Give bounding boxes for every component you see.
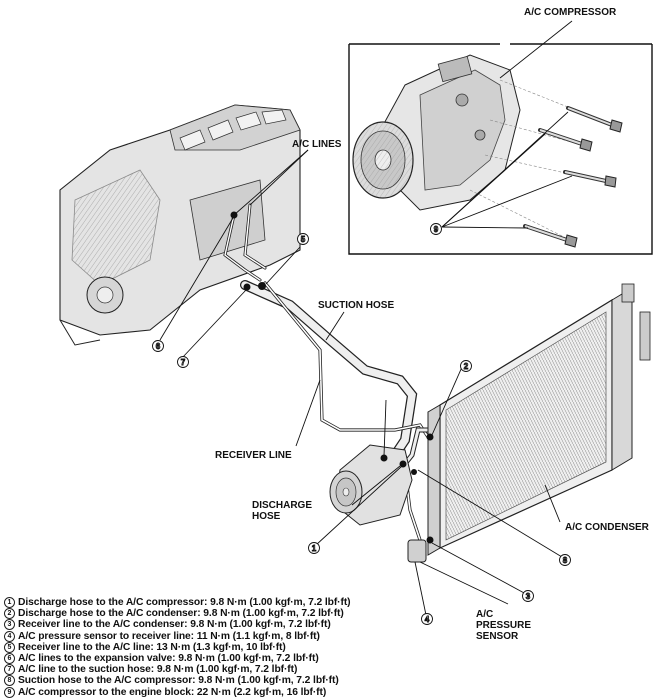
fitting-8: [380, 454, 388, 462]
svg-text:9: 9: [434, 225, 439, 234]
bolt-2: [538, 128, 593, 152]
fitting-3: [426, 536, 434, 544]
callout-2: 2: [460, 360, 472, 372]
callout-9-leaders: [441, 111, 573, 229]
suction-hose-pipe: [240, 280, 418, 460]
legend-text: Receiver line to the A/C line: 13 N·m (1…: [18, 641, 286, 653]
callout-5: 5: [297, 233, 309, 245]
svg-text:4: 4: [425, 615, 430, 624]
svg-text:7: 7: [181, 358, 186, 367]
label-suction-hose: SUCTION HOSE: [318, 300, 395, 311]
receiver-line-pipe: [263, 281, 432, 442]
hvac-unit: [59, 104, 301, 346]
legend-text: A/C lines to the expansion valve: 9.8 N·…: [18, 653, 319, 665]
compressor-label-leader: [499, 20, 573, 79]
legend-text: Discharge hose to the A/C condenser: 9.8…: [18, 608, 344, 620]
label-ac-compressor: A/C COMPRESSOR: [524, 7, 617, 18]
legend-number: 3: [4, 619, 15, 631]
svg-text:1: 1: [312, 544, 317, 553]
callout-6: 6: [152, 340, 164, 352]
callout-4: 4: [421, 613, 433, 625]
label-ac-lines: A/C LINES: [292, 139, 342, 150]
callout-9: 9: [430, 223, 442, 235]
legend-text: A/C pressure sensor to receiver line: 11…: [18, 630, 320, 642]
ac-pressure-sensor-part: [407, 539, 427, 563]
label-ac-pressure-sensor: A/C PRESSURE SENSOR: [476, 609, 532, 642]
callout-7: 7: [177, 356, 189, 368]
svg-text:6: 6: [156, 342, 161, 351]
legend-text: Discharge hose to the A/C compressor: 9.…: [18, 597, 351, 609]
fitting-5: [258, 282, 266, 290]
svg-text:8: 8: [563, 556, 568, 565]
fitting-2: [426, 433, 434, 441]
label-receiver-line: RECEIVER LINE: [215, 450, 292, 461]
legend-number: 4: [4, 630, 15, 642]
callout-3: 3: [522, 590, 534, 602]
mounting-bolts: [523, 106, 623, 248]
fitting-markers: [230, 211, 434, 544]
legend-text: A/C compressor to the engine block: 22 N…: [18, 686, 327, 698]
legend-number: 1: [4, 597, 15, 609]
legend-number: 6: [4, 653, 15, 665]
bolt-4: [523, 224, 578, 248]
compressor-inset-frame: [348, 43, 653, 255]
callout-8: 8: [559, 554, 571, 566]
legend-number: 5: [4, 641, 15, 653]
bolt-1: [566, 106, 623, 133]
ac-lines-pipes: [223, 203, 267, 282]
legend-text: Suction hose to the A/C compressor: 9.8 …: [18, 675, 339, 687]
label-ac-condenser: A/C CONDENSER: [565, 522, 649, 533]
legend-text: Receiver line to the A/C condenser: 9.8 …: [18, 619, 331, 631]
legend-number: 8: [4, 675, 15, 687]
ac-condenser-core: [427, 283, 651, 556]
ac-compressor-small: [329, 444, 413, 526]
callout-1: 1: [308, 542, 320, 554]
legend-number: 7: [4, 664, 15, 676]
bolt-3: [563, 170, 617, 188]
svg-text:5: 5: [301, 235, 306, 244]
legend-number: 9: [4, 686, 15, 698]
legend-number: 2: [4, 608, 15, 620]
leader-lines: [159, 149, 563, 616]
legend-text: A/C line to the suction hose: 9.8 N·m (1…: [18, 664, 298, 676]
label-discharge-hose: DISCHARGE HOSE: [252, 500, 313, 522]
fitting-1: [399, 460, 407, 468]
fitting-7: [243, 283, 251, 291]
svg-text:2: 2: [464, 362, 469, 371]
fitting-receiver: [411, 469, 417, 475]
svg-text:3: 3: [526, 592, 531, 601]
